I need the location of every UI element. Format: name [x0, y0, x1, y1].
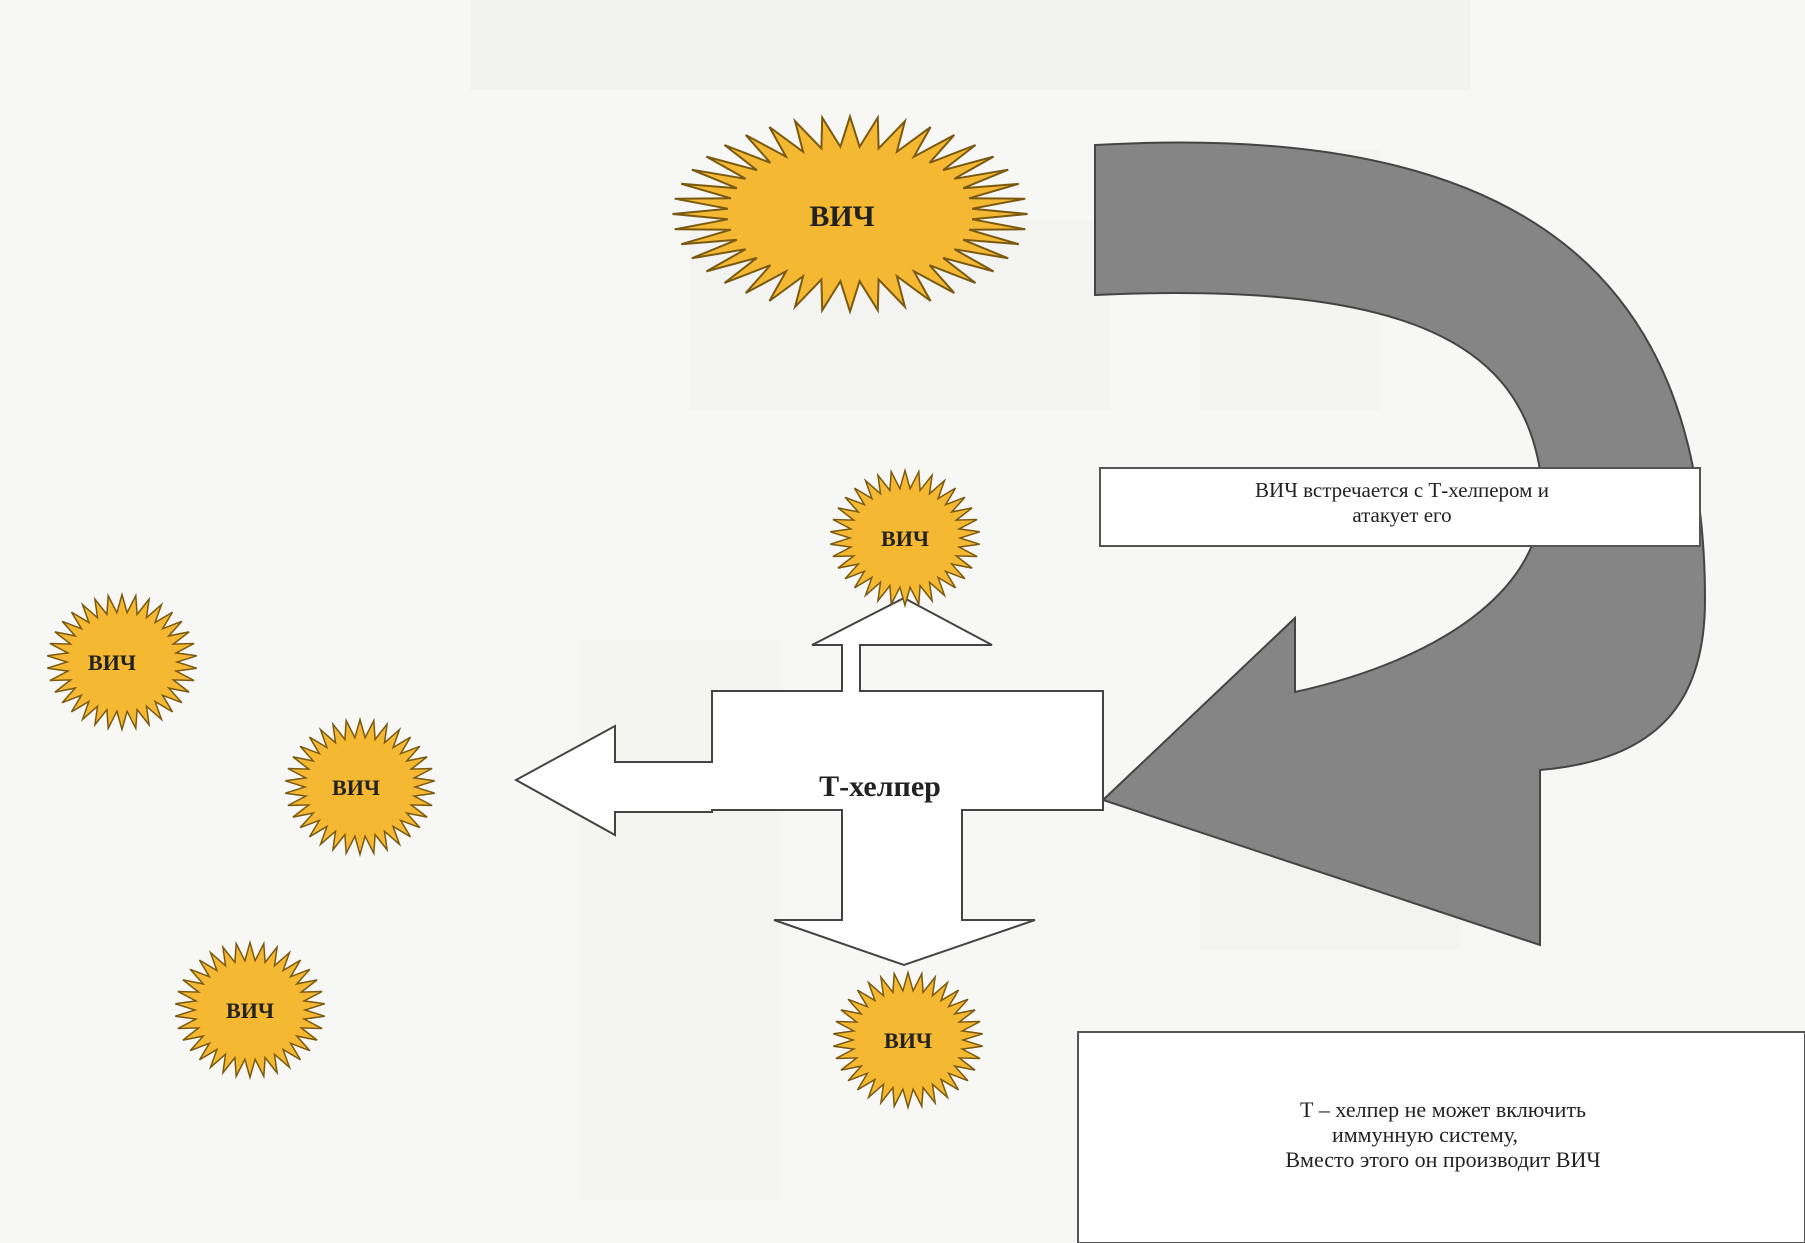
- virus-left-1-label: ВИЧ: [88, 650, 136, 675]
- virus-left-2: ВИЧ: [285, 716, 435, 858]
- virus-left-3-shape: [175, 939, 325, 1081]
- virus-large-shape: [672, 113, 1028, 315]
- note-result-line3: Вместо этого он производит ВИЧ: [1285, 1147, 1600, 1172]
- virus-large: ВИЧ: [672, 113, 1028, 315]
- virus-left-3-label: ВИЧ: [226, 998, 274, 1023]
- virus-bottom-label: ВИЧ: [884, 1028, 932, 1053]
- t-helper-shape: [513, 596, 1104, 967]
- virus-left-1-shape: [47, 591, 197, 733]
- note-attack-box: ВИЧ встречается с Т-хелпером и атакует е…: [1099, 467, 1701, 547]
- virus-left-3: ВИЧ: [175, 939, 325, 1081]
- virus-large-label: ВИЧ: [809, 200, 874, 233]
- note-result-line2: иммунную систему,: [1332, 1122, 1518, 1147]
- virus-bottom: ВИЧ: [833, 969, 983, 1111]
- note-result-line1: Т – хелпер не может включить: [1300, 1097, 1586, 1122]
- note-attack-line1: ВИЧ встречается с Т-хелпером и: [1255, 478, 1549, 502]
- virus-top-shape: [830, 467, 980, 609]
- note-result-box: Т – хелпер не может включить иммунную си…: [1077, 1031, 1805, 1243]
- virus-bottom-shape: [833, 969, 983, 1111]
- virus-left-1: ВИЧ: [47, 591, 197, 733]
- virus-left-2-label: ВИЧ: [332, 775, 380, 800]
- virus-left-2-shape: [285, 716, 435, 858]
- note-attack-frame: [1099, 467, 1701, 547]
- t-helper-label: Т-хелпер: [819, 770, 941, 803]
- virus-top-label: ВИЧ: [881, 526, 929, 551]
- note-attack-line2: атакует его: [1352, 503, 1451, 527]
- virus-top: ВИЧ: [830, 467, 980, 609]
- note-result-frame: [1077, 1031, 1805, 1243]
- attack-arrow: [1094, 141, 1707, 947]
- t-helper-cell: Т-хелпер: [513, 596, 1104, 967]
